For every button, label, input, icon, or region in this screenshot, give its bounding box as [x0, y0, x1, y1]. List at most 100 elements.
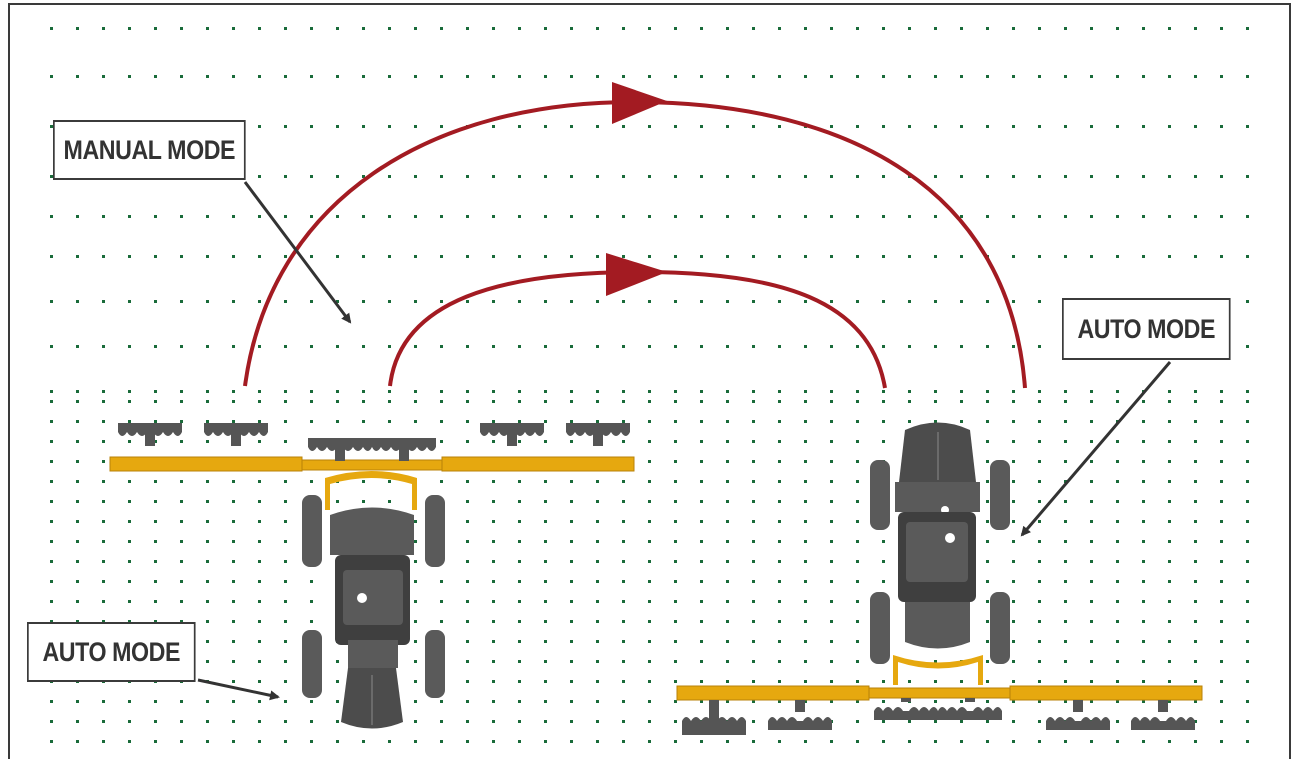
crop-dot — [856, 560, 859, 563]
crop-dot — [986, 420, 989, 423]
crop-dot — [1012, 660, 1015, 663]
crop-dot — [1038, 125, 1041, 128]
crop-dot — [700, 580, 703, 583]
crop-dot — [258, 27, 261, 30]
crop-dot — [1090, 480, 1093, 483]
crop-dot — [1064, 420, 1067, 423]
crop-dot — [1246, 660, 1249, 663]
crop-dot — [1090, 27, 1093, 30]
crop-dot — [648, 600, 651, 603]
crop-dot — [674, 345, 677, 348]
crop-dot — [414, 390, 417, 393]
crop-dot — [1090, 600, 1093, 603]
crop-dot — [700, 620, 703, 623]
crop-dot — [1246, 580, 1249, 583]
crop-dot — [284, 740, 287, 743]
crop-dot — [648, 520, 651, 523]
crop-dot — [778, 27, 781, 30]
crop-dot — [284, 660, 287, 663]
crop-dot — [1246, 27, 1249, 30]
crop-dot — [206, 75, 209, 78]
crop-dot — [362, 390, 365, 393]
crop-dot — [700, 540, 703, 543]
crop-dot — [128, 215, 131, 218]
crop-dot — [1246, 600, 1249, 603]
crop-dot — [1064, 660, 1067, 663]
crop-dot — [700, 345, 703, 348]
crop-dot — [102, 600, 105, 603]
crop-dot — [570, 560, 573, 563]
crop-dot — [1090, 215, 1093, 218]
crop-dot — [1064, 700, 1067, 703]
crop-dot — [1038, 540, 1041, 543]
crop-dot — [908, 390, 911, 393]
crop-dot — [466, 400, 469, 403]
crop-dot — [206, 660, 209, 663]
crop-dot — [544, 580, 547, 583]
crop-dot — [1090, 640, 1093, 643]
crop-dot — [1246, 520, 1249, 523]
crop-dot — [102, 700, 105, 703]
crop-dot — [362, 400, 365, 403]
crop-dot — [232, 660, 235, 663]
crop-dot — [752, 580, 755, 583]
crop-dot — [752, 215, 755, 218]
crop-dot — [50, 600, 53, 603]
crop-dot — [1194, 400, 1197, 403]
crop-dot — [128, 560, 131, 563]
crop-dot — [830, 600, 833, 603]
sprayer-nozzle — [682, 700, 746, 730]
crop-dot — [1142, 500, 1145, 503]
crop-dot — [648, 680, 651, 683]
crop-dot — [804, 27, 807, 30]
crop-dot — [986, 175, 989, 178]
crop-dot — [284, 680, 287, 683]
crop-dot — [466, 215, 469, 218]
crop-dot — [1168, 440, 1171, 443]
crop-dot — [206, 255, 209, 258]
crop-dot — [1142, 640, 1145, 643]
crop-dot — [1194, 560, 1197, 563]
sprayer-nozzle — [938, 698, 1002, 720]
crop-dot — [518, 620, 521, 623]
crop-dot — [752, 27, 755, 30]
crop-dot — [960, 255, 963, 258]
crop-dot — [128, 500, 131, 503]
crop-dot — [336, 660, 339, 663]
crop-dot — [466, 500, 469, 503]
crop-dot — [414, 255, 417, 258]
crop-dot — [570, 540, 573, 543]
crop-dot — [544, 27, 547, 30]
crop-dot — [570, 520, 573, 523]
crop-dot — [414, 75, 417, 78]
crop-dot — [856, 215, 859, 218]
crop-dot — [388, 480, 391, 483]
crop-dot — [752, 600, 755, 603]
crop-dot — [128, 440, 131, 443]
crop-dot — [128, 420, 131, 423]
crop-dot — [934, 255, 937, 258]
crop-dot — [50, 700, 53, 703]
crop-dot — [1194, 580, 1197, 583]
crop-dot — [1220, 620, 1223, 623]
crop-dot — [1038, 440, 1041, 443]
crop-dot — [778, 620, 781, 623]
crop-dot — [1012, 580, 1015, 583]
crop-dot — [206, 500, 209, 503]
crop-dot — [492, 400, 495, 403]
crop-dot — [1220, 560, 1223, 563]
crop-dot — [804, 345, 807, 348]
crop-dot — [570, 660, 573, 663]
crop-dot — [622, 345, 625, 348]
crop-dot — [1194, 640, 1197, 643]
crop-dot — [830, 620, 833, 623]
crop-dot — [1142, 740, 1145, 743]
crop-dot — [674, 460, 677, 463]
crop-dot — [1246, 75, 1249, 78]
crop-dot — [934, 175, 937, 178]
crop-dot — [518, 27, 521, 30]
crop-dot — [258, 420, 261, 423]
crop-dot — [232, 740, 235, 743]
crop-dot — [1064, 740, 1067, 743]
crop-dot — [128, 580, 131, 583]
